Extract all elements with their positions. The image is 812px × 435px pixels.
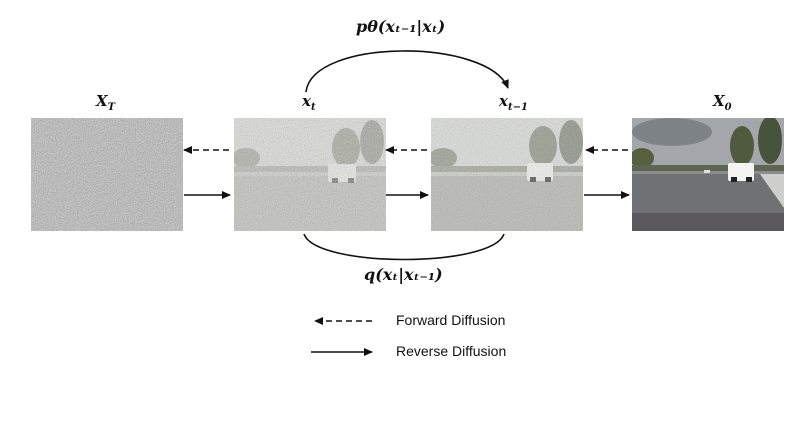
clean-road-image-panel xyxy=(632,118,784,231)
label-x-0: X0 xyxy=(713,92,732,113)
forward-arc xyxy=(303,233,505,261)
label-x-t: xt xyxy=(302,92,316,113)
legend-forward-diffusion: Forward Diffusion xyxy=(396,312,506,328)
reverse-process-formula: pθ(xₜ₋₁|xₜ) xyxy=(356,17,446,36)
label-x-T: XT xyxy=(96,92,116,113)
reverse-arc-arrow xyxy=(305,50,509,93)
legend-reverse-diffusion: Reverse Diffusion xyxy=(396,343,507,359)
less-noisy-road-image-panel xyxy=(431,118,583,231)
forward-process-formula: q(xₜ|xₜ₋₁) xyxy=(364,265,443,284)
noisy-road-image-panel xyxy=(234,118,386,231)
noise-image-panel xyxy=(31,118,183,231)
label-x-t-minus-1: xt−1 xyxy=(499,92,528,113)
